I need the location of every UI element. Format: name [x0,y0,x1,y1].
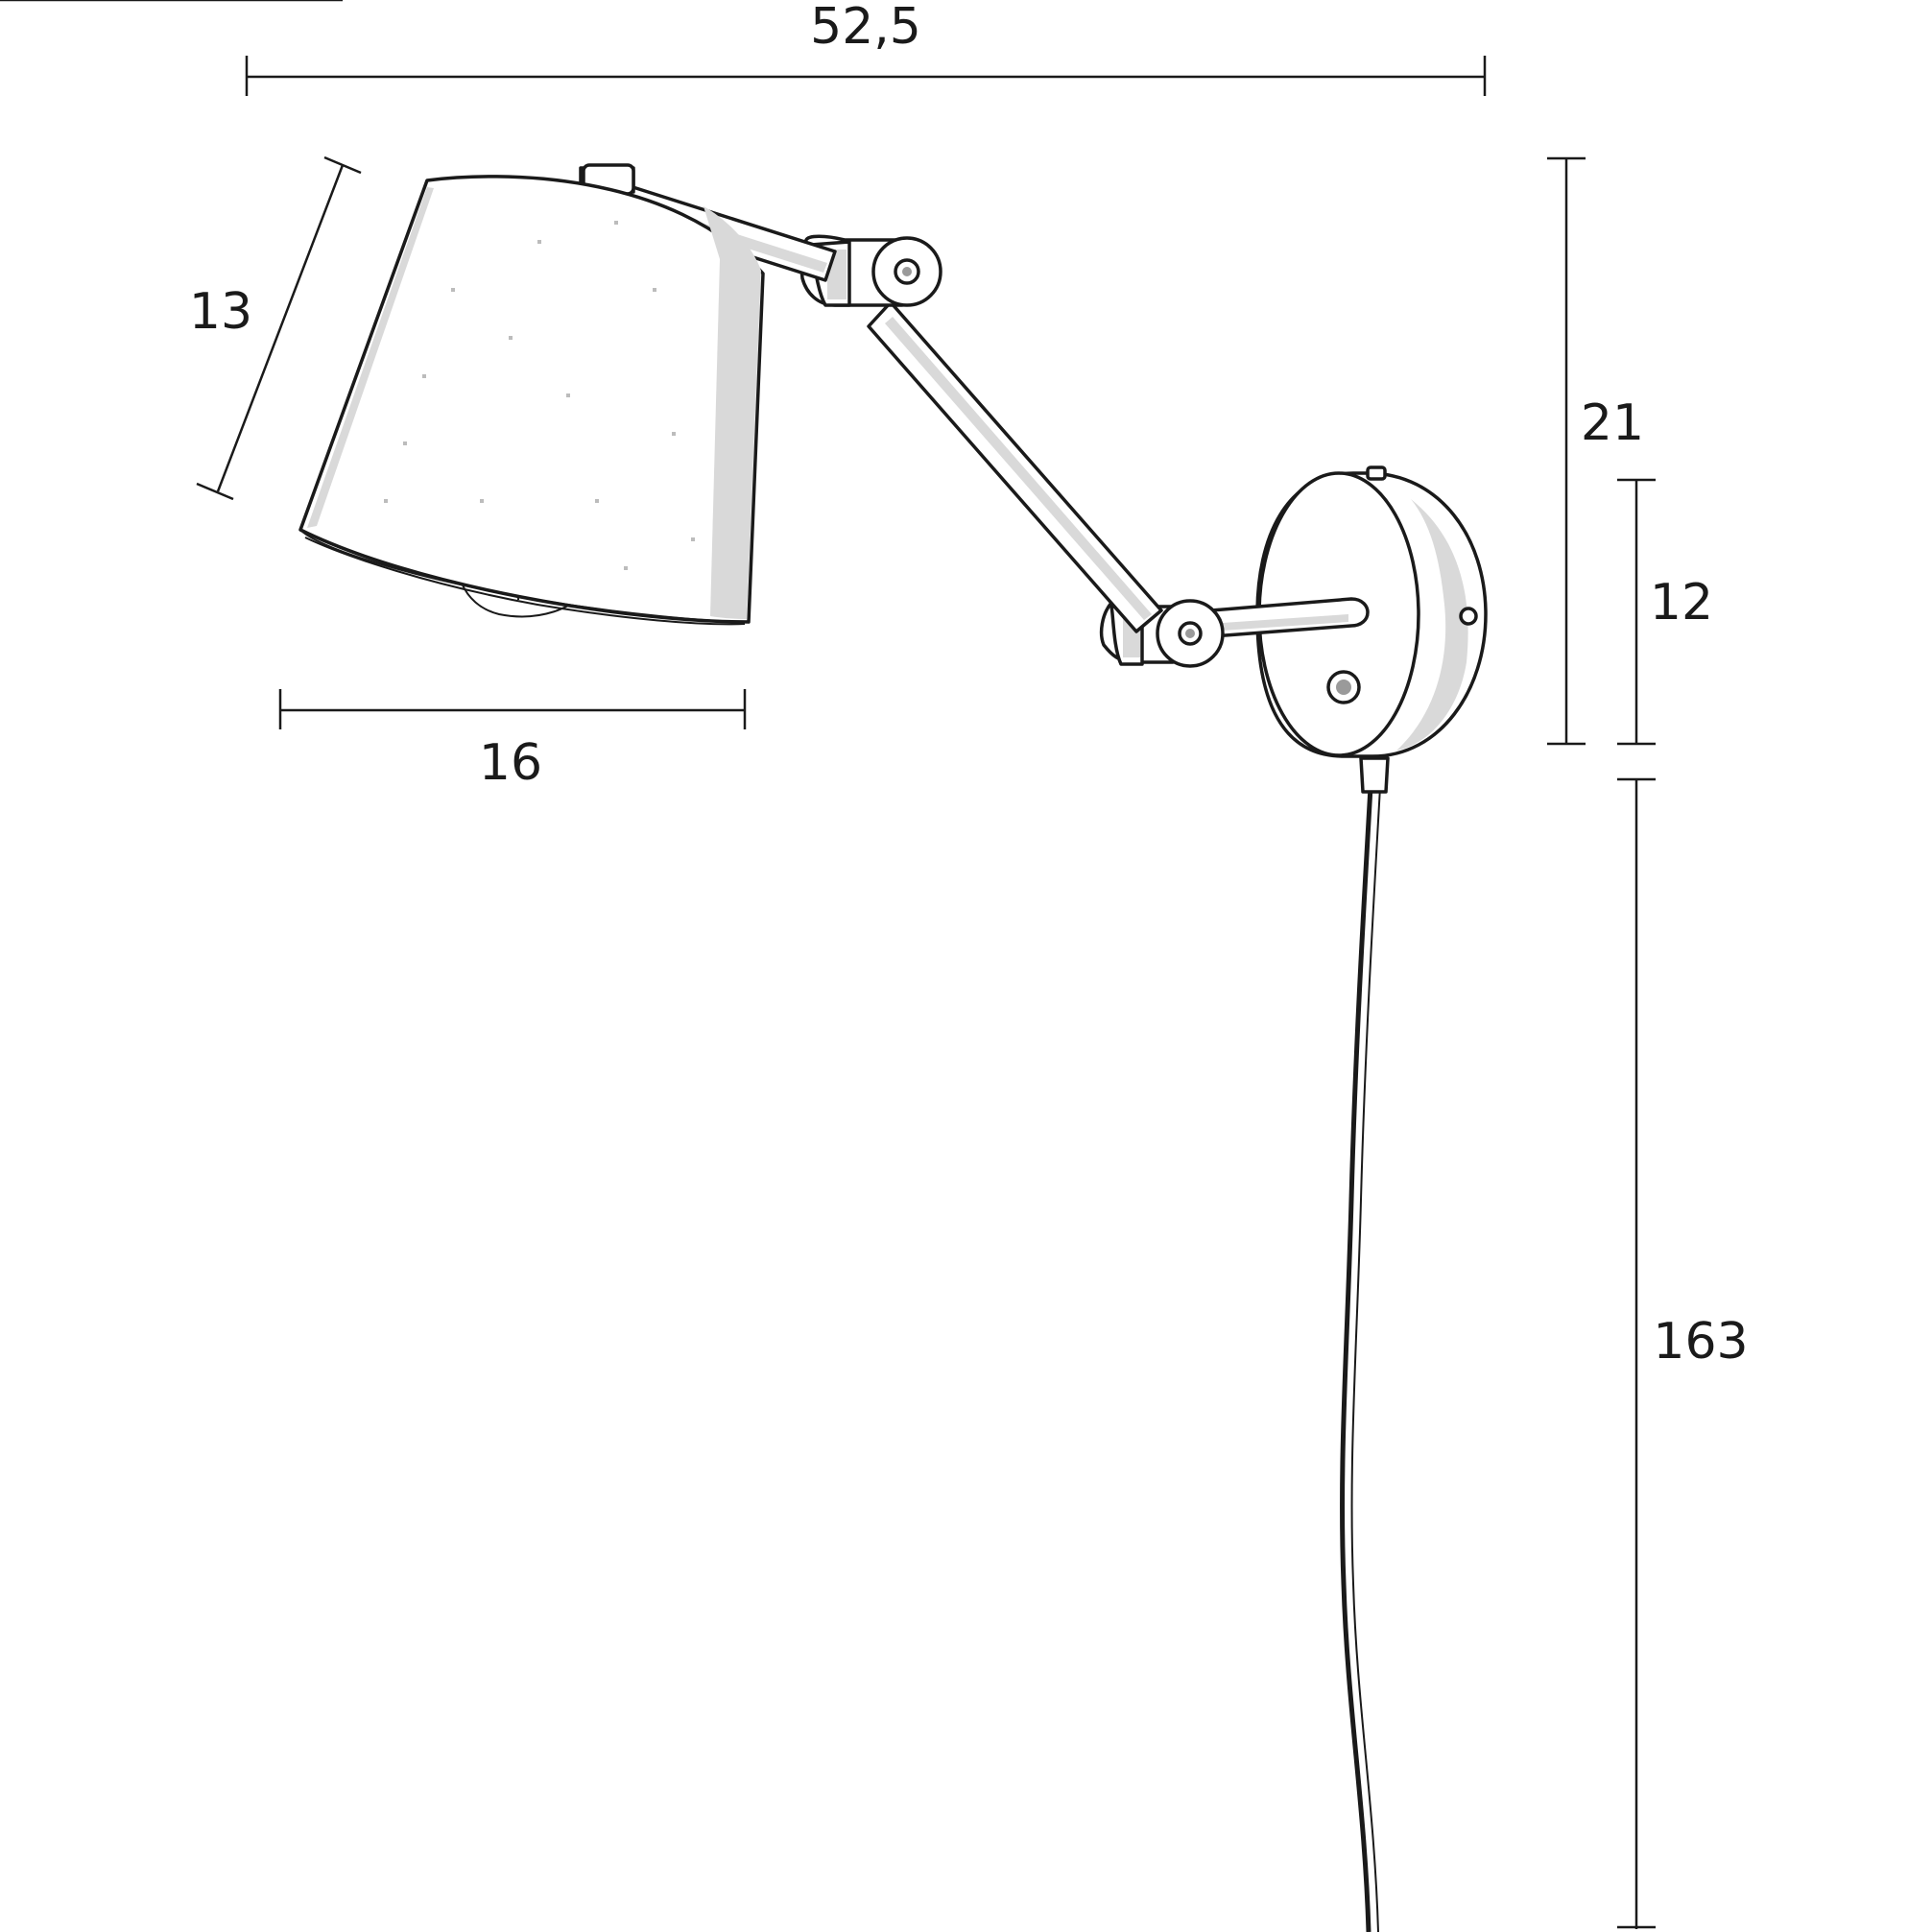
shade-height-label: 13 [189,283,252,341]
plate-height-dimension: 12 [1617,478,1713,746]
cord-strain-relief [1359,756,1390,794]
power-cord [1340,786,1373,1932]
plate-screw [1459,607,1478,626]
cord-length-dimension: 163 [1617,777,1749,1929]
total-width-label: 52,5 [810,0,921,56]
total-height-dimension: 21 [1547,156,1644,746]
cord-length-label: 163 [1653,1313,1748,1371]
shade-width-dimension: 16 [278,689,747,792]
shade-height-dimension: 13 [0,0,362,501]
lamp-shade [298,175,765,624]
shade-width-label: 16 [479,734,542,792]
plate-height-label: 12 [1650,574,1713,632]
switch-knob-icon [1326,670,1361,704]
total-width-dimension: 52,5 [245,0,1487,96]
shade-texture [384,221,695,570]
total-height-label: 21 [1581,394,1644,452]
lamp-illustration [298,163,1488,1932]
